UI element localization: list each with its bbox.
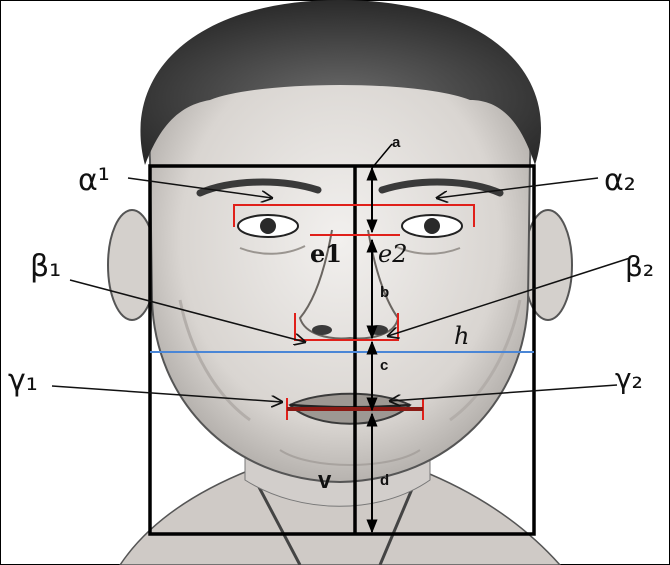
label-e2: e2 [378, 240, 407, 268]
label-v: v [318, 467, 332, 494]
label-h: h [454, 322, 469, 350]
label-alpha2: α₂ [604, 163, 636, 198]
label-d: d [380, 472, 389, 489]
right-ear [524, 210, 572, 320]
label-a: a [392, 134, 401, 151]
label-gamma2: γ₂ [615, 362, 643, 395]
label-e1: e1 [310, 239, 342, 268]
label-b: b [380, 284, 389, 301]
label-beta1: β₁ [30, 249, 61, 284]
label-beta2: β₂ [625, 250, 654, 283]
label-gamma1: γ₁ [8, 363, 38, 398]
label-alpha1: α¹ [78, 163, 110, 198]
label-c: c [380, 357, 388, 374]
